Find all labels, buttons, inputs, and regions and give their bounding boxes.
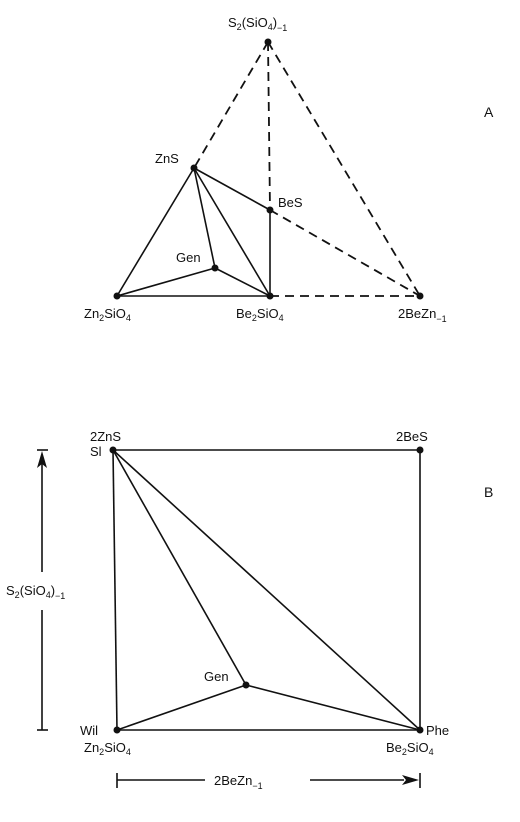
- point-gen-b: [242, 681, 250, 689]
- x-axis-label: 2BeZn−1: [214, 773, 263, 791]
- point-sl: [109, 446, 117, 454]
- tie-zns-gen: [193, 167, 216, 269]
- label-sl: Sl: [90, 444, 102, 459]
- label-be2sio4-a: Be2SiO4: [236, 306, 284, 323]
- tie-sl-phe: [112, 449, 421, 731]
- x-axis-arrow: [116, 773, 421, 788]
- panel-b: 2ZnS Sl 2BeS Gen Wil Zn2SiO4 Phe Be2SiO4…: [6, 429, 493, 791]
- label-zn2sio4-a: Zn2SiO4: [84, 306, 131, 323]
- y-axis-arrow: [37, 449, 48, 731]
- label-zns: ZnS: [155, 151, 179, 166]
- edge-left: [112, 449, 118, 731]
- dash-apex-zns: [193, 41, 269, 169]
- tie-zn2sio4-gen: [116, 267, 216, 297]
- label-zn2sio4-b: Zn2SiO4: [84, 740, 131, 757]
- dash-apex-bezn: [267, 41, 421, 297]
- tie-zns-zn2sio4: [116, 167, 195, 297]
- arrow-right-icon: [402, 775, 419, 785]
- label-gen: Gen: [176, 250, 201, 265]
- tie-wil-gen: [116, 684, 247, 731]
- point-wil: [113, 726, 121, 734]
- point-phe: [416, 726, 424, 734]
- label-2zns: 2ZnS: [90, 429, 121, 444]
- point-bes: [266, 206, 274, 214]
- panel-letter-b: B: [484, 484, 493, 500]
- point-zn2sio4: [113, 292, 121, 300]
- label-wil: Wil: [80, 723, 98, 738]
- point-gen: [211, 264, 219, 272]
- point-2bes: [416, 446, 424, 454]
- label-bes: BeS: [278, 195, 303, 210]
- tie-zns-bes: [193, 167, 271, 211]
- tie-sl-gen: [112, 449, 247, 686]
- y-axis-label: S2(SiO4)−1: [6, 583, 65, 601]
- point-zns: [190, 164, 198, 172]
- label-gen-b: Gen: [204, 669, 229, 684]
- label-2bes: 2BeS: [396, 429, 428, 444]
- arrow-up-icon: [37, 451, 47, 468]
- label-phe: Phe: [426, 723, 449, 738]
- label-bezn-a: 2BeZn−1: [398, 306, 447, 324]
- point-bezn: [416, 292, 424, 300]
- label-be2sio4-b: Be2SiO4: [386, 740, 434, 757]
- panel-letter-a: A: [484, 104, 494, 120]
- tie-zns-be2sio4: [193, 167, 271, 297]
- point-be2sio4: [266, 292, 274, 300]
- point-apex: [264, 38, 272, 46]
- tie-gen-be2sio4: [214, 267, 271, 297]
- label-apex: S2(SiO4)−1: [228, 15, 287, 33]
- dash-apex-bes: [267, 41, 271, 211]
- dash-bes-bezn: [269, 209, 421, 297]
- panel-a: S2(SiO4)−1 ZnS BeS Gen Zn2SiO4 Be2SiO4 2…: [84, 15, 494, 324]
- tie-gen-phe: [245, 684, 421, 731]
